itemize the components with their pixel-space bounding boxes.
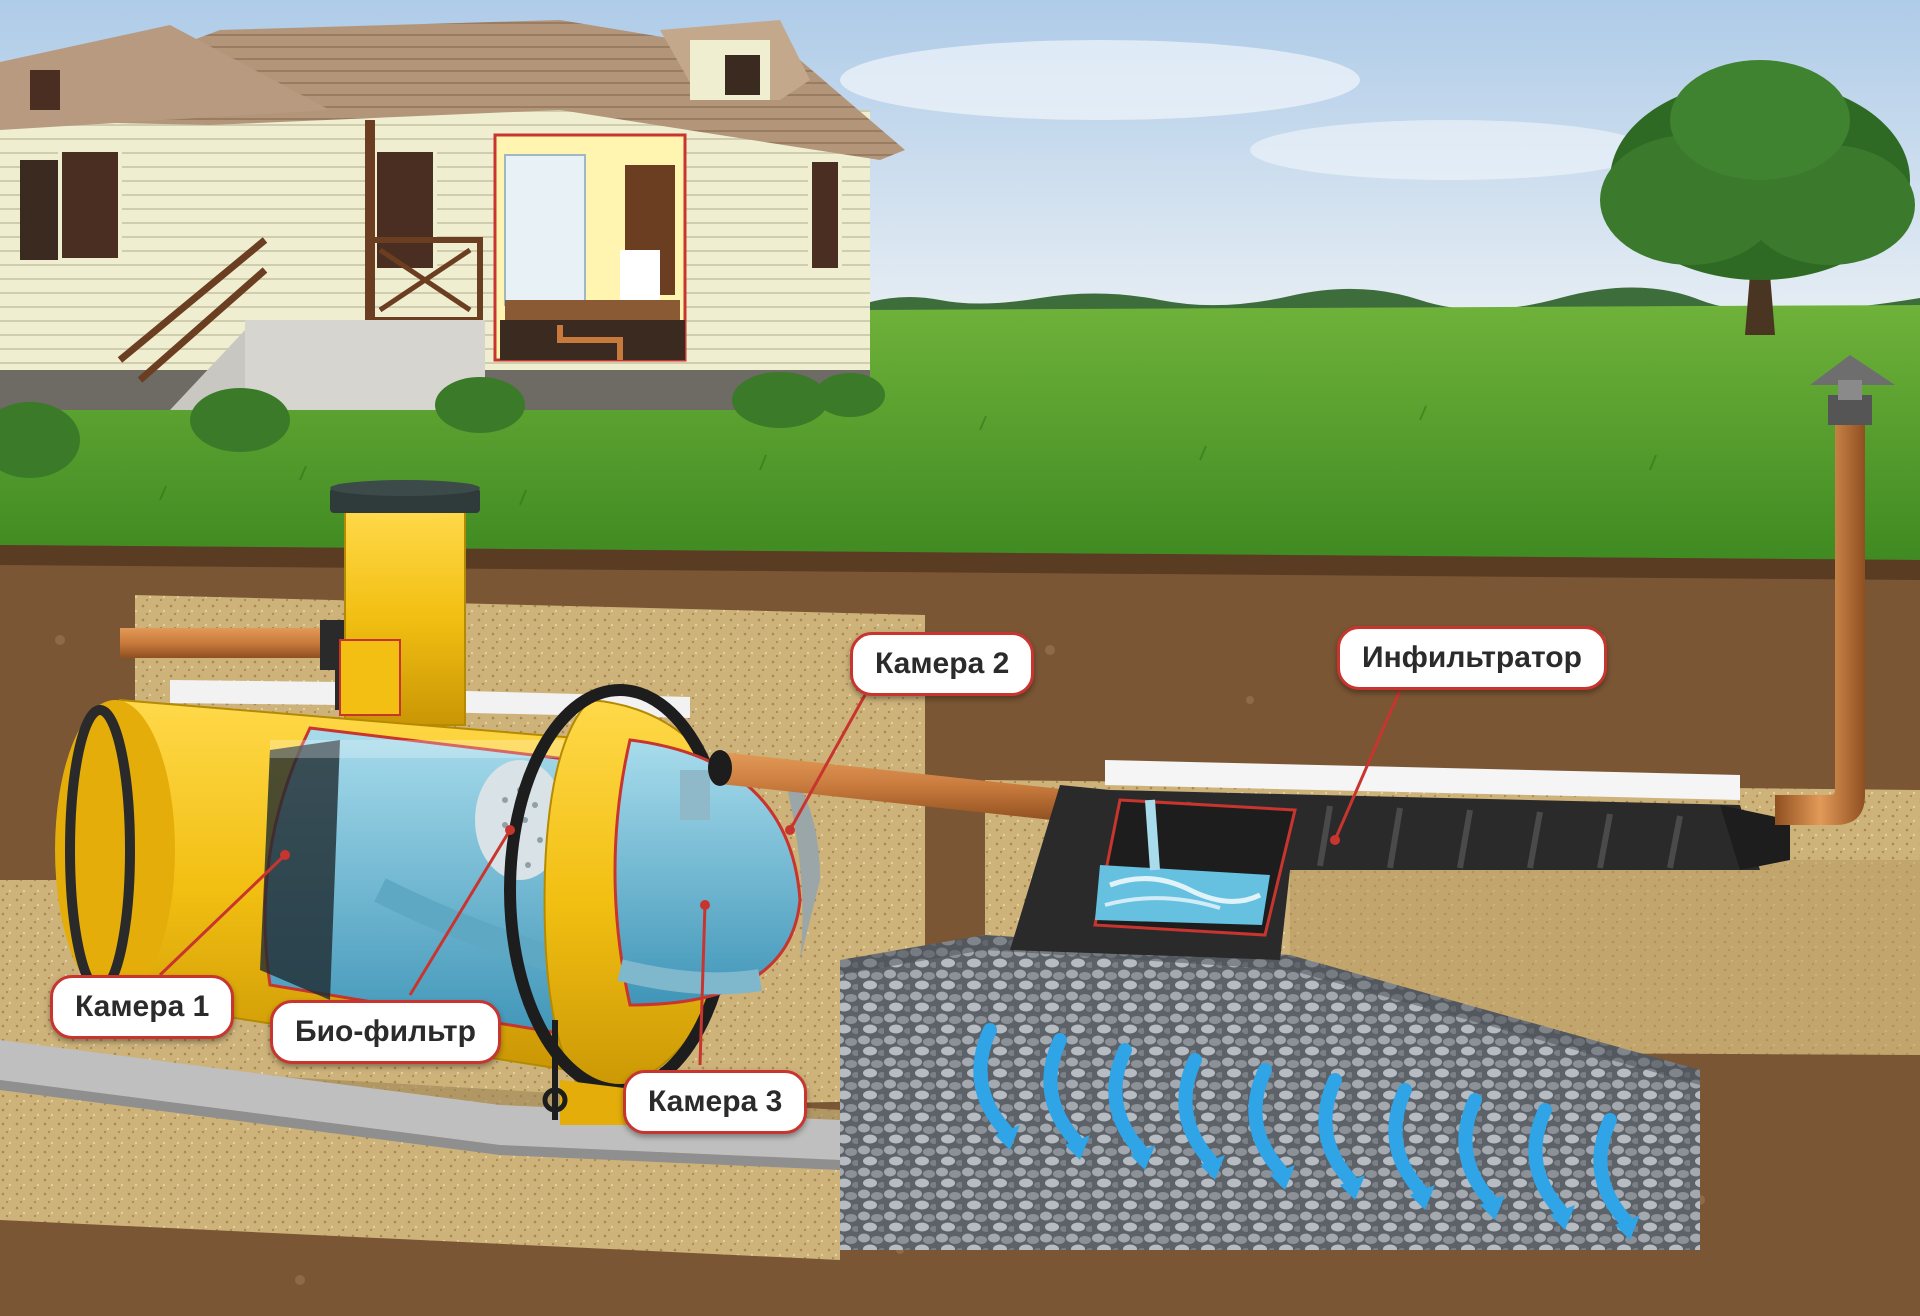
house	[0, 20, 905, 478]
label-chamber-3: Камера 3	[623, 1070, 808, 1134]
insulation-slab-infiltrator	[1105, 760, 1740, 800]
insulation-slab-tank	[170, 680, 340, 705]
label-biofilter: Био-фильтр	[270, 1000, 501, 1064]
concrete-slab	[0, 1040, 840, 1160]
outlet-pipe	[720, 752, 1070, 822]
tank-left-end	[55, 700, 175, 1000]
vent-cap	[1810, 355, 1895, 385]
cloud	[1250, 120, 1650, 180]
label-chamber-2: Камера 2	[850, 632, 1035, 696]
inlet-pipe	[120, 628, 350, 658]
leader-lines	[158, 689, 1402, 1066]
label-infiltrator: Инфильтратор	[1337, 626, 1607, 690]
tree	[1600, 60, 1915, 335]
vent-pipe	[1775, 395, 1865, 825]
leader-dots	[280, 825, 1340, 910]
infiltrator-unit	[1010, 785, 1790, 960]
arrow-heads	[995, 1125, 1640, 1240]
cloud	[840, 40, 1360, 120]
discharge-arrows	[973, 1023, 1632, 1227]
septic-tank	[55, 480, 820, 1125]
label-chamber-1: Камера 1	[50, 975, 235, 1039]
